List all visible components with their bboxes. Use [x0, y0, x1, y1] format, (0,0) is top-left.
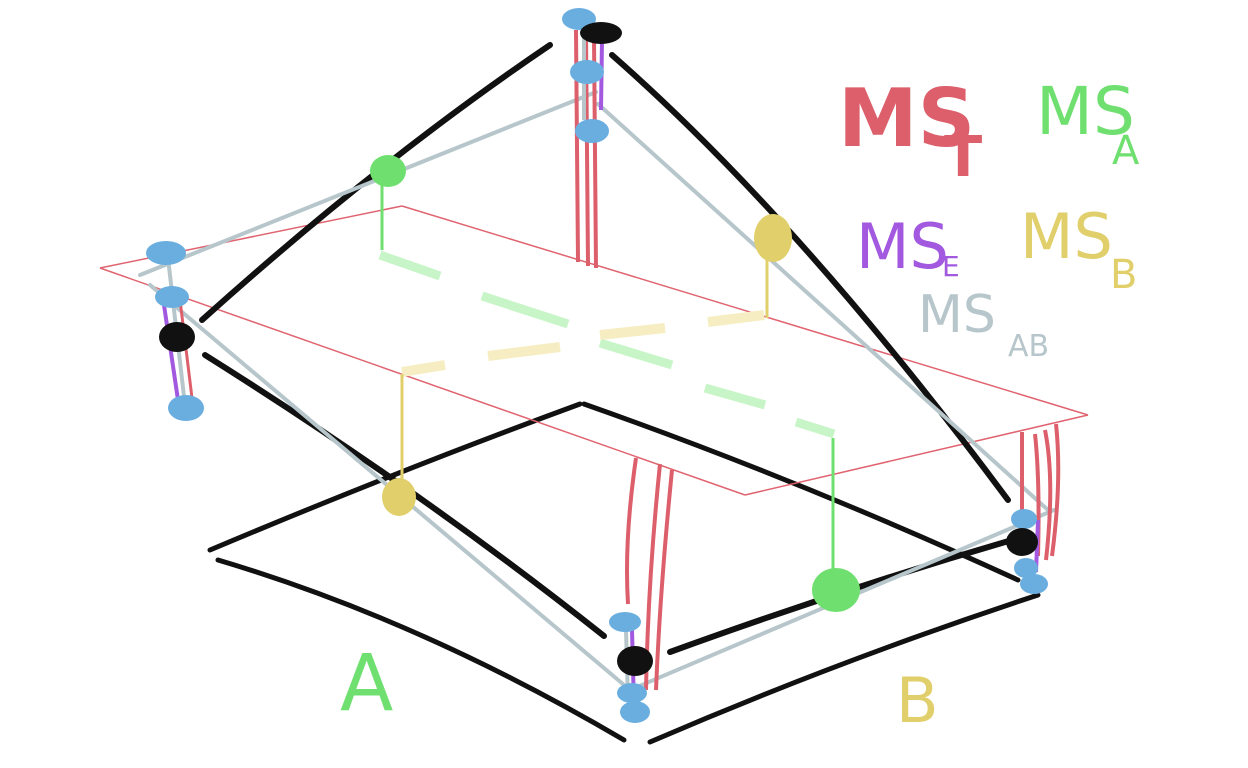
legend: MS T MS A MS E MS B MS AB: [838, 72, 1140, 364]
corner-left: [146, 241, 204, 421]
green-dashes: [378, 250, 836, 439]
interaction-edge-back-left: [138, 90, 598, 277]
observation-dot: [562, 8, 596, 30]
total-deviation-line: [625, 457, 638, 605]
plane-edge-back-right: [401, 205, 1089, 416]
observation-dot: [575, 119, 609, 143]
factor-b-effects: [382, 214, 792, 516]
legend-ms-t-sub: T: [944, 125, 982, 190]
floor-edge-back-left: [207, 401, 583, 553]
legend-ms-a-main: MS: [1036, 73, 1135, 150]
green-dash: [378, 250, 442, 281]
factor-b-label: B: [896, 664, 939, 737]
legend-ms-e-sub: E: [942, 250, 960, 283]
interaction-edge-back-right: [596, 102, 1050, 512]
observation-dot: [570, 60, 604, 84]
observation-dot: [168, 395, 204, 421]
green-dash: [794, 417, 836, 439]
green-dash: [598, 338, 674, 370]
observation-dot: [1014, 558, 1038, 578]
factor-a-effects: [370, 155, 860, 612]
observation-dot: [155, 286, 189, 308]
plane-edge-back-left: [99, 205, 403, 269]
total-deviation-line: [654, 469, 674, 691]
cell-mean-dot: [1006, 528, 1038, 556]
legend-ms-b-sub: B: [1110, 252, 1137, 298]
cell-mean-dot: [580, 22, 622, 44]
yellow-dash: [487, 342, 561, 361]
observation-dot: [1011, 509, 1037, 529]
legend-ms-a-sub: A: [1112, 128, 1140, 174]
observation-dot: [617, 683, 647, 703]
legend-ms-e-main: MS: [856, 210, 949, 283]
b-level-marker: [754, 214, 792, 262]
legend-ms-t-main: MS: [838, 72, 975, 165]
factor-a-label: A: [340, 639, 393, 729]
corner-right: [1006, 423, 1061, 594]
total-deviation-line: [1043, 429, 1053, 561]
observation-dot: [146, 241, 186, 265]
total-deviation-line: [1050, 423, 1061, 557]
corner-back: [562, 8, 622, 269]
plane-edge-front-left: [99, 267, 746, 496]
floor-edge-front-right: [647, 592, 1041, 745]
legend-ms-ab-main: MS: [918, 285, 996, 345]
b-level-marker: [382, 478, 416, 516]
observation-dot: [620, 701, 650, 723]
green-dash: [703, 383, 767, 410]
observation-dot: [1020, 574, 1048, 594]
yellow-dash: [599, 323, 666, 340]
legend-ms-b-main: MS: [1020, 200, 1113, 273]
legend-ms-ab-sub: AB: [1008, 329, 1049, 364]
yellow-dash: [401, 360, 446, 377]
floor-edge-front-left: [215, 557, 627, 743]
yellow-dashes: [401, 310, 765, 377]
observation-dot: [609, 612, 641, 632]
yellow-dash: [707, 310, 765, 327]
green-dash: [480, 291, 570, 329]
error-line: [162, 304, 180, 401]
cell-mean-dot: [159, 322, 195, 352]
plane-edge-front-right: [744, 414, 1089, 496]
a-level-marker: [370, 155, 406, 187]
a-level-marker: [812, 568, 860, 612]
cell-mean-dot: [617, 646, 653, 676]
corner-front: [609, 457, 674, 723]
